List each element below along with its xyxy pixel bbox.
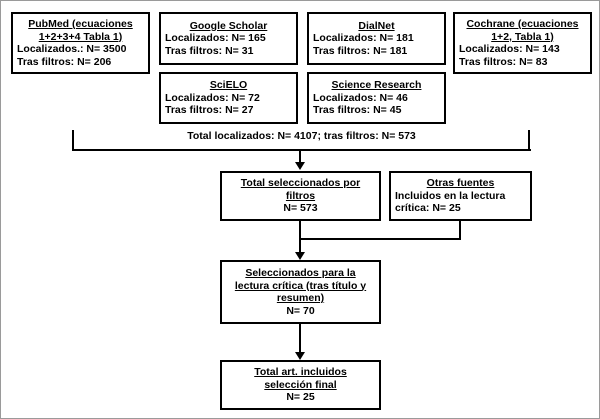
source-title-cochrane-line1: Cochrane (ecuaciones	[466, 18, 579, 30]
source-title-pubmed-line1: PubMed (ecuaciones	[28, 18, 133, 30]
source-title-scielo: SciELO	[209, 79, 248, 92]
source-located-google-scholar: Localizados: N= 165	[165, 32, 266, 45]
critical-reading-title-line3: resumen)	[276, 292, 325, 304]
selected-by-filters-title-line1: Total seleccionados por	[240, 177, 361, 190]
source-box-dialnet: DialNet Localizados: N= 181 Tras filtros…	[307, 12, 446, 65]
source-filtered-science-research: Tras filtros: N= 45	[313, 104, 402, 117]
other-sources-body-line1: Incluidos en la lectura	[395, 189, 506, 202]
critical-reading-title-line2: lectura crítica (tras título y	[234, 279, 367, 292]
connector-selected-to-critical	[299, 221, 301, 254]
source-located-pubmed: Localizados.: N= 3500	[17, 43, 127, 55]
source-located-cochrane: Localizados: N= 143	[459, 43, 560, 55]
source-filtered-google-scholar: Tras filtros: N= 31	[165, 44, 254, 57]
stage-box-critical-reading: Seleccionados para la lectura crítica (t…	[220, 260, 381, 324]
other-sources-title: Otras fuentes	[426, 177, 495, 190]
connector-bracket-to-selected	[299, 149, 301, 163]
connector-other-sources-riser	[459, 221, 461, 240]
critical-reading-count: N= 70	[286, 304, 315, 317]
stage-box-final-selection: Total art. incluidos selección final N= …	[220, 360, 381, 410]
source-box-google-scholar: Google Scholar Localizados: N= 165 Tras …	[159, 12, 298, 65]
critical-reading-title-line1: Seleccionados para la	[245, 267, 356, 279]
source-title-science-research: Science Research	[331, 79, 422, 92]
final-selection-count: N= 25	[286, 391, 315, 404]
arrow-bracket-to-selected	[295, 162, 305, 170]
source-filtered-pubmed: Tras filtros: N= 206	[17, 55, 112, 68]
final-selection-title-line1: Total art. incluidos	[254, 366, 347, 379]
source-box-pubmed: PubMed (ecuaciones 1+2+3+4 Tabla 1) Loca…	[11, 12, 150, 74]
source-filtered-cochrane: Tras filtros: N= 83	[459, 55, 548, 68]
source-filtered-scielo: Tras filtros: N= 27	[165, 104, 254, 117]
connector-other-sources-join	[299, 238, 461, 240]
source-title-pubmed-line2: 1+2+3+4 Tabla 1)	[38, 30, 123, 43]
source-title-google-scholar: Google Scholar	[189, 19, 268, 32]
connector-critical-to-final	[299, 324, 301, 354]
arrow-critical-to-final	[295, 352, 305, 360]
other-sources-body-line2: crítica: N= 25	[395, 202, 461, 215]
source-title-dialnet: DialNet	[358, 19, 395, 32]
source-box-scielo: SciELO Localizados: N= 72 Tras filtros: …	[159, 72, 298, 124]
source-located-science-research: Localizados: N= 46	[313, 91, 408, 104]
stage-box-other-sources: Otras fuentes Incluidos en la lectura cr…	[389, 171, 532, 221]
total-located-label: Total localizados: N= 4107; tras filtros…	[187, 130, 416, 142]
final-selection-title-line2: selección final	[264, 378, 337, 391]
source-box-science-research: Science Research Localizados: N= 46 Tras…	[307, 72, 446, 124]
selected-by-filters-count: N= 573	[283, 202, 318, 215]
source-located-dialnet: Localizados: N= 181	[313, 32, 414, 45]
source-filtered-dialnet: Tras filtros: N= 181	[313, 44, 408, 57]
stage-box-selected-by-filters: Total seleccionados por filtros N= 573	[220, 171, 381, 221]
selected-by-filters-title-line2: filtros	[285, 189, 316, 202]
source-title-cochrane-line2: 1+2, Tabla 1)	[491, 30, 554, 43]
source-located-scielo: Localizados: N= 72	[165, 91, 260, 104]
source-box-cochrane: Cochrane (ecuaciones 1+2, Tabla 1) Local…	[453, 12, 592, 74]
bracket-right-riser	[528, 130, 530, 151]
bracket-horizontal-bar	[72, 149, 531, 151]
bracket-left-riser	[72, 130, 74, 151]
arrow-selected-to-critical	[295, 252, 305, 260]
